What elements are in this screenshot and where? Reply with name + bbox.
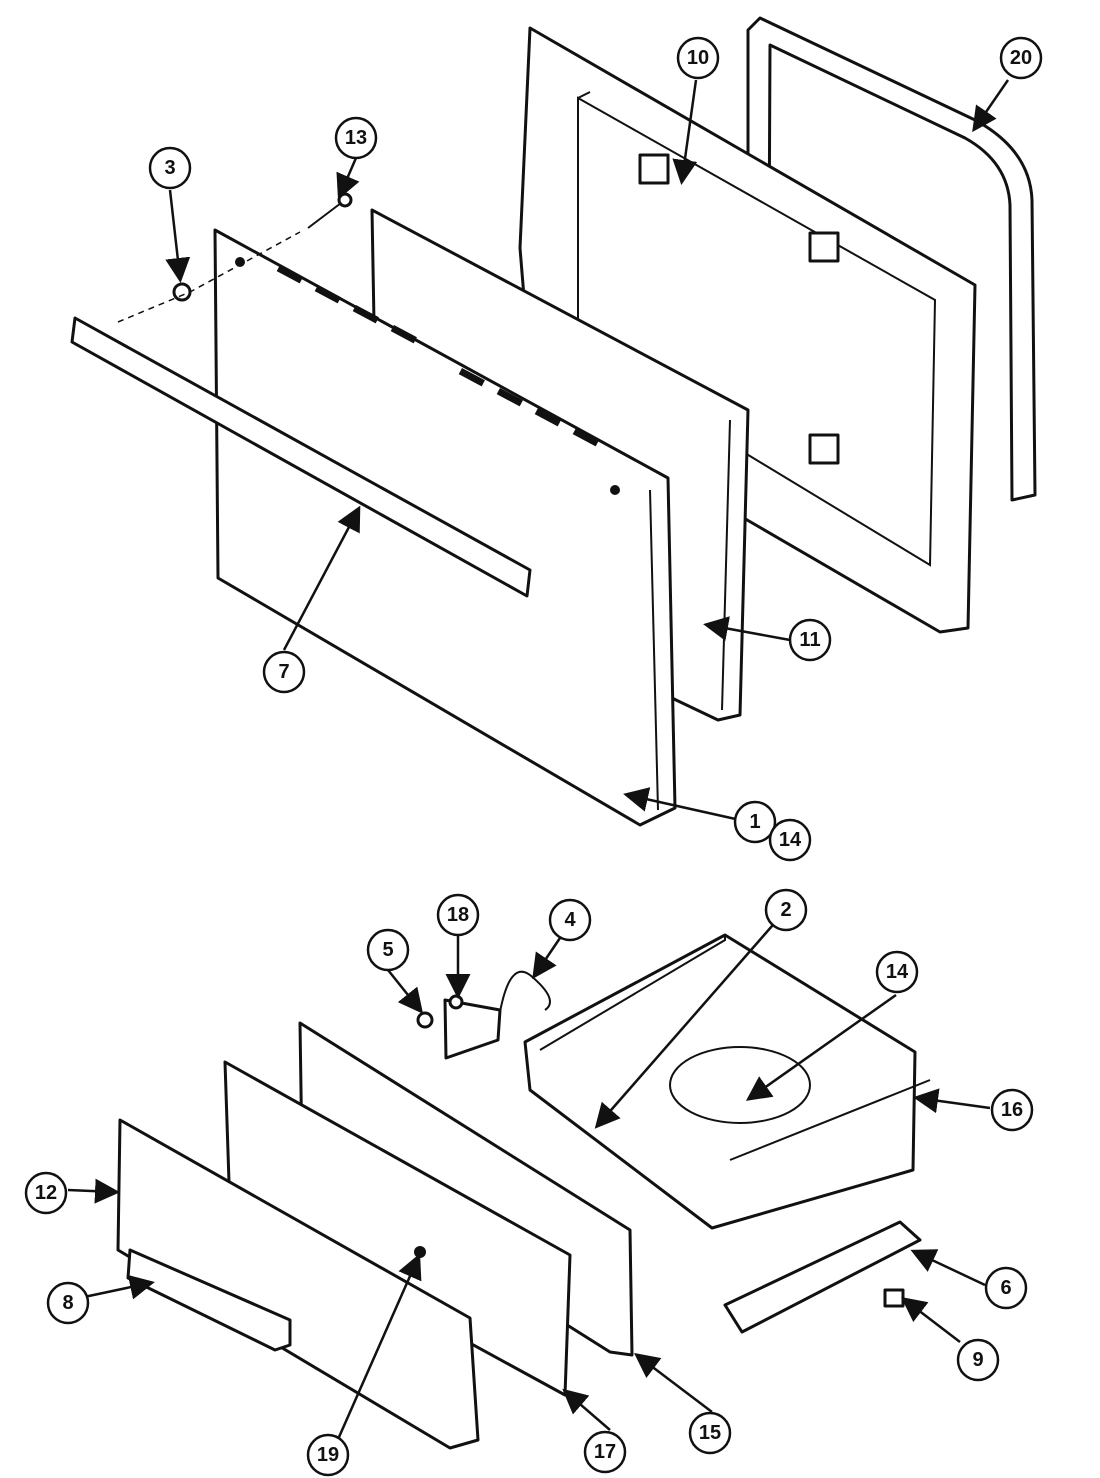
svg-text:15: 15 bbox=[699, 1422, 721, 1444]
drawer-bracket bbox=[443, 994, 502, 1060]
handle-screw bbox=[307, 192, 353, 229]
svg-text:17: 17 bbox=[594, 1441, 616, 1463]
svg-text:9: 9 bbox=[972, 1349, 983, 1371]
svg-text:12: 12 bbox=[35, 1182, 57, 1204]
svg-text:5: 5 bbox=[382, 939, 393, 961]
drawer-wire bbox=[499, 970, 551, 1013]
svg-text:8: 8 bbox=[62, 1292, 73, 1314]
callout-15: 15 bbox=[688, 1411, 732, 1455]
callout-11: 11 bbox=[788, 618, 832, 662]
callout-1: 1 bbox=[733, 800, 777, 844]
callout-17: 17 bbox=[583, 1430, 627, 1474]
svg-text:16: 16 bbox=[1001, 1099, 1023, 1121]
drawer-nut bbox=[416, 1011, 434, 1029]
callout-16: 16 bbox=[990, 1088, 1034, 1132]
svg-text:14: 14 bbox=[779, 829, 802, 851]
svg-text:10: 10 bbox=[687, 47, 709, 69]
callout-18: 18 bbox=[436, 893, 480, 937]
drawer-stop bbox=[883, 1288, 905, 1308]
svg-text:13: 13 bbox=[345, 127, 367, 149]
callout-7: 7 bbox=[262, 650, 306, 694]
callout-14-door: 14 bbox=[768, 818, 812, 862]
svg-text:1: 1 bbox=[749, 811, 760, 833]
door-handle bbox=[70, 316, 532, 598]
callout-13: 13 bbox=[334, 116, 378, 160]
callout-9: 9 bbox=[956, 1338, 1000, 1382]
callout-6: 6 bbox=[984, 1266, 1028, 1310]
callout-4: 4 bbox=[548, 898, 592, 942]
svg-text:2: 2 bbox=[780, 899, 791, 921]
svg-text:18: 18 bbox=[447, 904, 469, 926]
callout-8: 8 bbox=[46, 1281, 90, 1325]
svg-text:7: 7 bbox=[278, 661, 289, 683]
drawer-slide-rail bbox=[723, 1220, 922, 1334]
handle-spacer bbox=[172, 282, 192, 302]
callout-3: 3 bbox=[148, 146, 192, 190]
drawer-body bbox=[523, 933, 931, 1230]
svg-text:20: 20 bbox=[1010, 47, 1032, 69]
callout-12: 12 bbox=[24, 1171, 68, 1215]
callout-19: 19 bbox=[306, 1433, 350, 1477]
leader-lines bbox=[67, 79, 1010, 1463]
callout-5: 5 bbox=[366, 928, 410, 972]
callout-10: 10 bbox=[676, 36, 720, 80]
callout-20: 20 bbox=[999, 36, 1043, 80]
callout-2: 2 bbox=[764, 888, 808, 932]
svg-text:6: 6 bbox=[1000, 1277, 1011, 1299]
door-gasket bbox=[746, 16, 1037, 502]
drawer-handle bbox=[126, 1248, 292, 1352]
svg-text:4: 4 bbox=[564, 909, 576, 931]
inner-door-liner bbox=[518, 26, 977, 634]
callout-14-drawer: 14 bbox=[875, 950, 919, 994]
svg-text:19: 19 bbox=[317, 1444, 339, 1466]
svg-text:14: 14 bbox=[886, 961, 909, 983]
svg-text:3: 3 bbox=[164, 157, 175, 179]
svg-text:11: 11 bbox=[799, 629, 820, 651]
drawer-front-panel bbox=[116, 1118, 480, 1450]
